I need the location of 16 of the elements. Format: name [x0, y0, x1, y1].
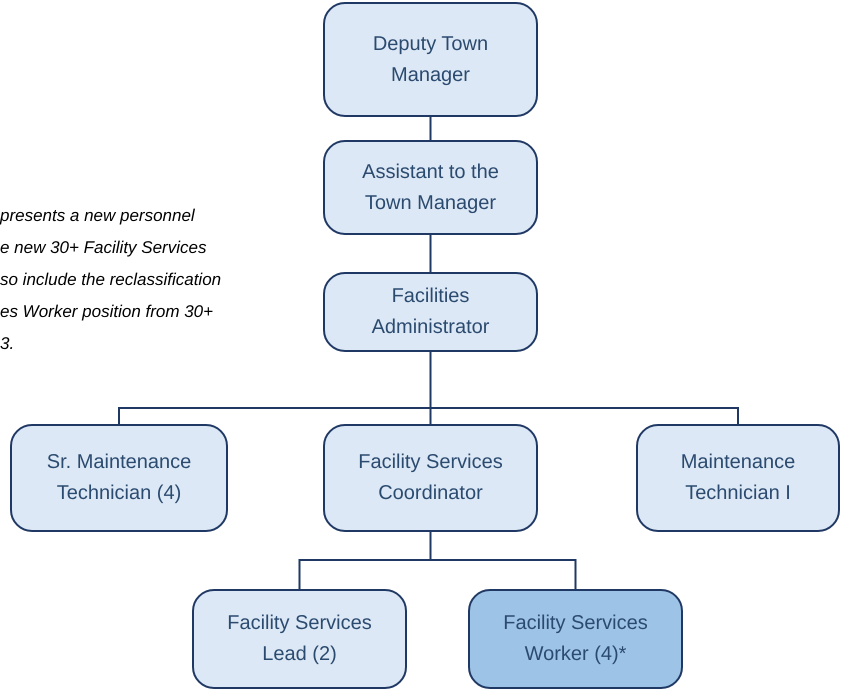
note-text: e new 30+ Facility Services [0, 237, 208, 259]
connector-line [430, 532, 576, 589]
position-box: Facility Services Coordinator [323, 424, 538, 532]
position-box: Sr. Maintenance Technician (4) [10, 424, 228, 532]
position-box: Facility Services Lead (2) [192, 589, 407, 689]
connector-line [430, 117, 432, 140]
note-text: so include the reclassification [0, 269, 222, 291]
position-box: Facilities Administrator [323, 272, 538, 352]
connector-line [430, 235, 432, 272]
position-box: Deputy Town Manager [323, 2, 538, 117]
connector-line [430, 352, 739, 424]
position-box: Facility Services Worker (4)* [468, 589, 683, 689]
note-text: es Worker position from 30+ [0, 301, 214, 323]
note-text: 3. [0, 333, 16, 355]
position-box: Maintenance Technician I [636, 424, 840, 532]
position-box: Assistant to the Town Manager [323, 140, 538, 235]
